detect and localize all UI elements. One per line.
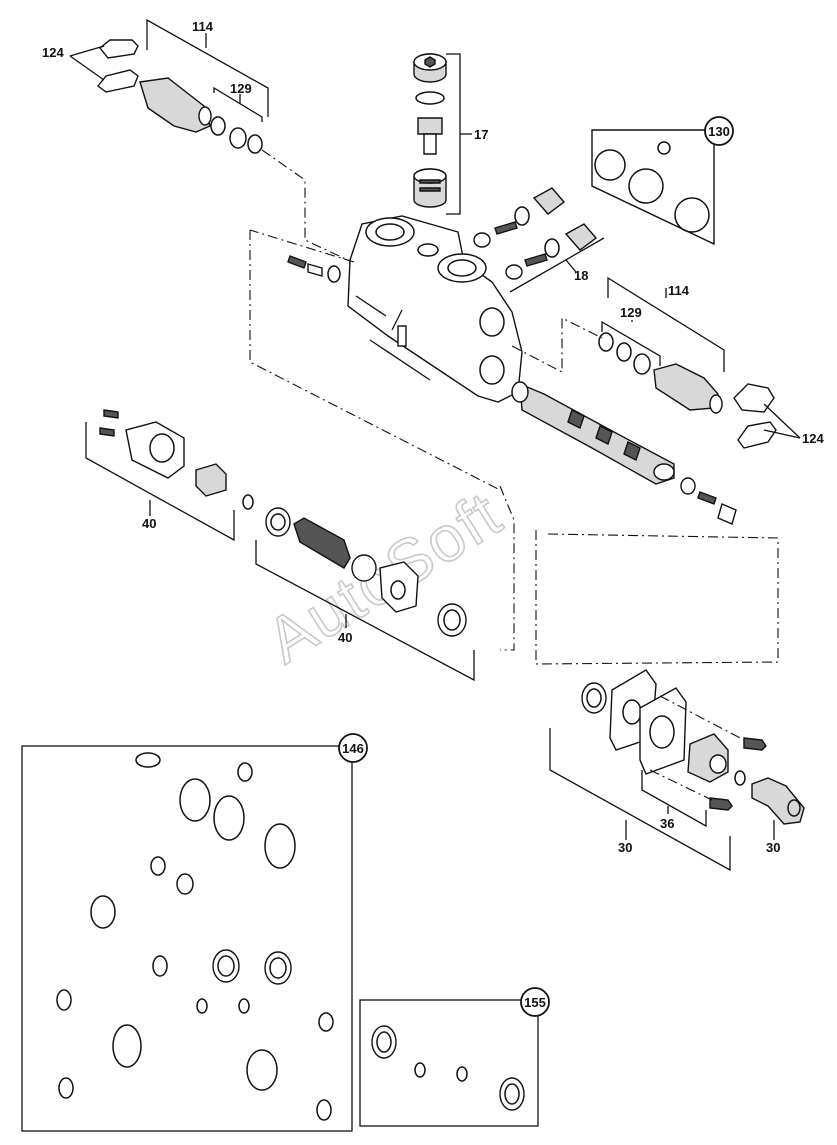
relief-valve-cartridge-right bbox=[598, 332, 723, 414]
centerline-left-cartridge bbox=[261, 149, 353, 263]
dashline-body-right bbox=[511, 317, 603, 373]
label-36: 36 bbox=[660, 816, 674, 831]
seal-kit-146-box bbox=[21, 745, 353, 1132]
cover-assembly-30 bbox=[581, 669, 805, 825]
leader-124b-1 bbox=[763, 403, 801, 439]
seal-kit-146-rings bbox=[56, 752, 334, 1121]
valve-body bbox=[347, 215, 523, 403]
label-155: 155 bbox=[524, 995, 546, 1010]
callout-155 bbox=[520, 987, 550, 1017]
plug-assembly-17 bbox=[413, 53, 447, 208]
leader-124a-2 bbox=[69, 55, 105, 81]
label-130: 130 bbox=[708, 124, 730, 139]
bracket-18 bbox=[509, 237, 605, 293]
relief-valve-cartridge-left bbox=[139, 77, 263, 154]
label-114-left: 114 bbox=[192, 19, 214, 34]
dashline-body-left bbox=[249, 230, 501, 491]
dashline-spool-right bbox=[547, 533, 779, 662]
gasket-130-hole-1 bbox=[594, 149, 626, 181]
label-124-left: 124 bbox=[42, 45, 64, 60]
seal-kit-155-box bbox=[359, 999, 539, 1127]
bracket-40-upper bbox=[85, 422, 235, 542]
leader-124b-2 bbox=[763, 429, 801, 439]
leader-18 bbox=[565, 259, 577, 273]
label-40-upper: 40 bbox=[142, 516, 156, 531]
leader-124a-1 bbox=[69, 45, 105, 57]
gasket-130-hole-2 bbox=[628, 168, 664, 204]
label-129-left: 129 bbox=[230, 81, 252, 96]
bracket-40-lower bbox=[255, 540, 475, 682]
dashline-spool-bottom bbox=[535, 530, 779, 665]
bracket-17 bbox=[446, 53, 461, 215]
dashline-bolt-lower bbox=[649, 769, 713, 801]
bracket-30 bbox=[549, 728, 731, 872]
dashline-cap-right bbox=[499, 485, 515, 651]
clip-124-right bbox=[733, 383, 777, 449]
label-124-right: 124 bbox=[802, 431, 824, 446]
label-114-right: 114 bbox=[668, 283, 690, 298]
label-30-right: 30 bbox=[766, 840, 780, 855]
clip-124-top-left bbox=[97, 39, 139, 93]
cap-assembly-40-upper bbox=[99, 409, 254, 510]
label-30-left: 30 bbox=[618, 840, 632, 855]
label-18: 18 bbox=[574, 268, 588, 283]
bracket-129-left bbox=[213, 86, 263, 122]
label-129-right: 129 bbox=[620, 305, 642, 320]
label-40-lower: 40 bbox=[338, 630, 352, 645]
callout-146 bbox=[338, 733, 368, 763]
gasket-130-hole-small bbox=[657, 141, 671, 155]
label-17: 17 bbox=[474, 127, 488, 142]
gasket-130 bbox=[591, 129, 715, 246]
bracket-129-right bbox=[601, 320, 661, 366]
check-valve-set-18 bbox=[473, 187, 598, 280]
bracket-114-right bbox=[607, 276, 725, 372]
dashline-body-top bbox=[249, 229, 355, 263]
dashline-bolt-upper bbox=[659, 695, 745, 741]
gasket-130-hole-3 bbox=[674, 197, 710, 233]
label-146: 146 bbox=[342, 741, 364, 756]
bracket-114-left bbox=[146, 18, 269, 117]
small-spring-plug-left bbox=[287, 255, 341, 283]
callout-130 bbox=[704, 116, 734, 146]
seal-kit-155-rings bbox=[371, 1025, 525, 1111]
spring-assembly-40-lower bbox=[265, 507, 467, 637]
bracket-36 bbox=[641, 770, 707, 828]
spool-assembly bbox=[511, 381, 737, 525]
